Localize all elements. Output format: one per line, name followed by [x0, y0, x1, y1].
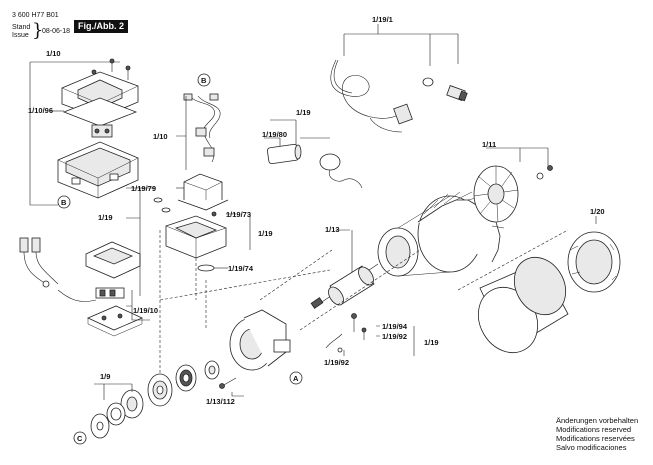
fan-cover-icon: [567, 231, 621, 293]
callout-1-20: 1/20: [590, 207, 605, 216]
thermal-switch-icon: [319, 153, 363, 189]
callout-1-10-96: 1/10/96: [28, 106, 54, 115]
washer-icon: [90, 413, 110, 439]
leader-1-19-94: [376, 325, 415, 356]
footer-note-de: Änderungen vorbehalten: [556, 416, 639, 425]
rotor-icon: [310, 263, 379, 309]
fan-wheel-icon: [473, 165, 519, 223]
callout-1-19-73: 1/19/73: [226, 210, 252, 219]
end-shield-icon: [229, 309, 291, 371]
callout-1-13-112: 1/13/112: [206, 397, 235, 406]
leader-1-9: [94, 383, 133, 400]
brace-icon: }: [32, 20, 44, 41]
fan-screw-icon: [547, 165, 553, 171]
small-washer-2-icon: [161, 207, 171, 213]
footer-note-es: Salvo modificaciones: [556, 443, 627, 452]
callout-1-19-79: 1/19/79: [131, 184, 157, 193]
cable-gland-icon: [446, 85, 468, 102]
marker-c: C: [77, 434, 83, 443]
callout-1-19-a: 1/19: [98, 213, 113, 222]
leader-1-10-bracket: [29, 78, 58, 206]
callout-1-19-1: 1/19/1: [372, 15, 393, 24]
bearing-housing-icon: [147, 373, 173, 407]
motor-stator-icon: [377, 191, 505, 277]
callout-1-19-92b: 1/19/92: [324, 358, 350, 367]
leader-1-19-1: [343, 24, 459, 66]
document-number: 3 600 H77 B01: [12, 12, 59, 19]
cable-harness-icon: [183, 93, 221, 163]
marker-c-circle: [73, 431, 87, 445]
callout-1-19-c: 1/19: [296, 108, 311, 117]
leader-1-10-b: [176, 96, 187, 170]
callout-1-19-80: 1/19/80: [262, 130, 288, 139]
callout-1-19-b: 1/19: [258, 229, 273, 238]
electronic-module-icon: [95, 287, 125, 299]
callout-1-19-74: 1/19/74: [228, 264, 254, 273]
marker-b-top-circle: [197, 73, 211, 87]
leader-1-19: [126, 187, 155, 230]
capacitor-cover-icon: [165, 215, 227, 259]
marker-b-left: B: [61, 198, 67, 207]
leader-1-19-10: [126, 290, 150, 321]
callout-1-9: 1/9: [100, 372, 111, 381]
plug-connector-icon: [19, 237, 59, 288]
junction-box-base-icon: [57, 141, 139, 199]
callout-1-19-10: 1/19/10: [133, 306, 159, 315]
leader-1-19-c: [264, 119, 330, 150]
marker-a-circle: [289, 371, 303, 385]
callout-1-10-b: 1/10: [153, 132, 168, 141]
cable-grommet-icon: [422, 77, 434, 87]
footer-note-en: Modifications reserved: [556, 425, 632, 434]
motor-shroud-icon: [477, 256, 569, 354]
leader-1-11: [486, 147, 549, 168]
callout-1-13: 1/13: [325, 225, 340, 234]
bearing-1-icon: [204, 360, 220, 380]
leader-1-10: [29, 61, 120, 78]
capacitor-housing-icon: [177, 173, 229, 211]
leader-1-13: [336, 229, 353, 272]
o-ring-icon: [197, 264, 215, 272]
marker-b-top: B: [201, 76, 207, 85]
cover-screw-icon: [91, 58, 131, 82]
callout-1-19-d: 1/19: [424, 338, 439, 347]
stand-label: Stand: [12, 24, 31, 31]
leader-1-13-112: [231, 392, 244, 397]
ball-bearing-icon: [175, 364, 197, 392]
fan-clip-icon: [536, 172, 544, 180]
power-cable-icon: [330, 59, 413, 133]
callout-1-19-92a: 1/19/92: [382, 332, 408, 341]
callout-1-10: 1/10: [46, 49, 61, 58]
capacitor-icon: [267, 143, 302, 165]
shaft-seal-icon: [120, 389, 144, 419]
footer-note-fr: Modifications reservées: [556, 434, 635, 443]
terminal-plate-icon: [87, 305, 143, 337]
callout-1-19-94: 1/19/94: [382, 322, 408, 331]
marker-b-left-circle: [57, 195, 71, 209]
callout-1-11: 1/11: [482, 140, 497, 149]
issue-label: Issue: [12, 32, 29, 39]
screw-small-icon: [211, 211, 217, 217]
ground-screw-icon: [351, 313, 367, 340]
retaining-ring-icon: [106, 402, 126, 426]
issue-date: 08-06-18: [42, 28, 71, 35]
terminal-block-icon: [91, 124, 113, 138]
figure-badge: Fig./Abb. 2: [74, 20, 128, 33]
leader-1-19-73: [226, 213, 251, 250]
hex-screw-icon: [219, 377, 237, 389]
cover-seal-icon: [62, 97, 138, 127]
switch-housing-icon: [85, 241, 141, 279]
small-washer-icon: [153, 197, 163, 203]
marker-a: A: [293, 374, 299, 383]
